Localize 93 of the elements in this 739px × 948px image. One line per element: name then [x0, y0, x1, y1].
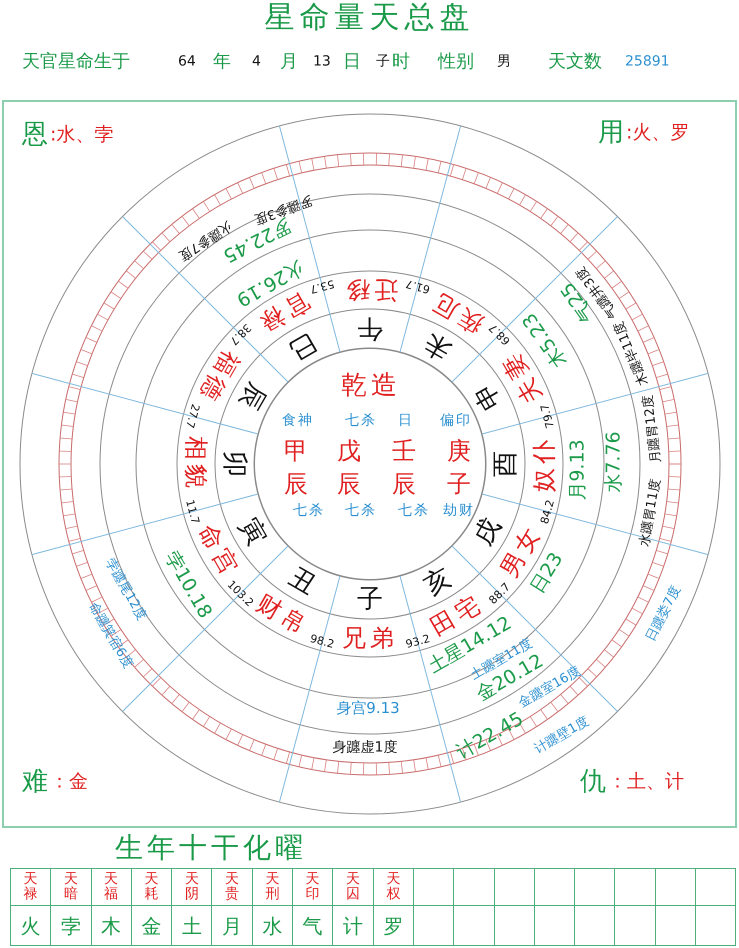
branch-char: 酉	[492, 451, 520, 477]
heavenly-stem: 庚	[447, 438, 471, 464]
star-name-cell: 天囚	[333, 869, 374, 906]
planet-cell: 土	[172, 906, 212, 946]
planet-position: 身宫9.13	[336, 700, 400, 716]
star-name-cell: 天禄	[11, 869, 52, 906]
branch-char: 亥	[420, 562, 456, 601]
palace-name: 兄弟	[342, 624, 398, 652]
branch-char: 午	[357, 314, 383, 342]
corner-value: ：金	[50, 772, 88, 792]
ten-god: 日	[398, 413, 414, 429]
header-field: 时	[392, 52, 410, 72]
planet-cell: 木	[92, 906, 132, 946]
mansion-degree: 身躔虚1度	[332, 740, 398, 756]
earthly-branch: 辰	[337, 470, 361, 498]
header-field: 天官星命生于	[22, 52, 130, 72]
header-field: 年	[213, 52, 231, 72]
palace-name: 奴仆	[530, 436, 558, 492]
header-field: 25891	[625, 54, 670, 70]
heavenly-stem: 甲	[284, 438, 308, 464]
mansion-degree: 水躔胃11度	[638, 478, 664, 548]
ten-god: 偏印	[440, 413, 472, 429]
ten-god: 七杀	[293, 503, 325, 519]
header-field: 4	[252, 54, 261, 70]
star-name-cell: 天阴	[172, 869, 212, 906]
degree-number: 98.2	[308, 632, 336, 651]
corner-value: :火、罗	[626, 122, 690, 144]
earthly-branch: 辰	[284, 470, 308, 498]
chart-heading: 乾造	[341, 372, 401, 400]
star-name-cell: 天福	[92, 869, 132, 906]
star-name-cell: 天贵	[212, 869, 253, 906]
ten-god: 七杀	[398, 503, 430, 519]
heavenly-stem: 壬	[392, 438, 416, 464]
branch-char: 未	[420, 327, 456, 366]
earthly-branch: 子	[447, 470, 471, 498]
star-name-cell: 天权	[374, 869, 414, 906]
mansion-degree: 计躔壁1度	[532, 714, 592, 758]
earthly-branch: 辰	[392, 470, 416, 498]
planet-cell: 水	[252, 906, 294, 946]
header-field: 男	[497, 54, 511, 70]
degree-number: 79.7	[538, 402, 557, 430]
star-name-cell: 天暗	[51, 869, 92, 906]
table-title: 生年十干化曜	[115, 830, 307, 866]
header-field: 天文数	[548, 52, 602, 72]
corner-heading: 恩	[22, 120, 48, 150]
degree-number: 61.7	[404, 277, 431, 296]
palace-name: 相貌	[182, 436, 210, 492]
header-field: 月	[280, 52, 298, 72]
branch-char: 申	[468, 378, 507, 414]
mansion-degree: 日躔娄7度	[644, 584, 684, 644]
mansion-degree: 木躔毕11度	[612, 318, 652, 388]
degree-number: 84.2	[538, 498, 557, 525]
ten-god: 七杀	[345, 503, 377, 519]
branch-char: 丑	[284, 562, 320, 601]
header-field: 子	[376, 54, 390, 70]
star-name-cell: 天印	[293, 869, 334, 906]
planet-position: 月9.13	[568, 439, 588, 501]
header-field: 性别	[438, 52, 474, 72]
corner-value: :水、孛	[50, 124, 114, 146]
planet-cell: 孛	[51, 906, 92, 946]
star-name-cell: 天耗	[132, 869, 172, 906]
degree-number: 11.7	[183, 498, 202, 525]
degree-number: 27.7	[183, 402, 202, 430]
corner-heading: 用	[598, 118, 624, 148]
header-field: 日	[343, 52, 361, 72]
planet-position: 水7.76	[604, 431, 624, 493]
planet-cell: 气	[293, 906, 334, 946]
ten-god: 七杀	[345, 413, 377, 429]
star-name-cell: 天刑	[252, 869, 294, 906]
branch-char: 子	[357, 586, 383, 614]
degree-number: 93.2	[404, 632, 431, 651]
ten-god: 食神	[282, 413, 314, 429]
mansion-degree: 月躔胃12度	[642, 394, 664, 464]
corner-heading: 仇	[580, 768, 606, 796]
header-field: 64	[178, 54, 196, 70]
branch-char: 巳	[284, 327, 320, 366]
heavenly-stem: 戊	[337, 438, 361, 464]
corner-value: ：土、计	[608, 772, 684, 792]
planet-cell: 金	[132, 906, 172, 946]
ten-god: 劫财	[443, 503, 475, 519]
branch-char: 寅	[233, 514, 272, 550]
planet-cell: 罗	[374, 906, 414, 946]
planet-cell: 计	[333, 906, 374, 946]
planet-cell: 月	[212, 906, 253, 946]
degree-number: 53.7	[309, 277, 336, 296]
chart-title: 星命量天总盘	[264, 0, 474, 36]
branch-char: 卯	[220, 451, 248, 477]
palace-name: 迁移	[342, 276, 398, 304]
planet-cell: 火	[11, 906, 52, 946]
header-field: 13	[313, 54, 331, 70]
branch-char: 辰	[233, 378, 272, 414]
degree-number: 68.7	[487, 320, 514, 347]
corner-heading: 难	[22, 768, 48, 796]
